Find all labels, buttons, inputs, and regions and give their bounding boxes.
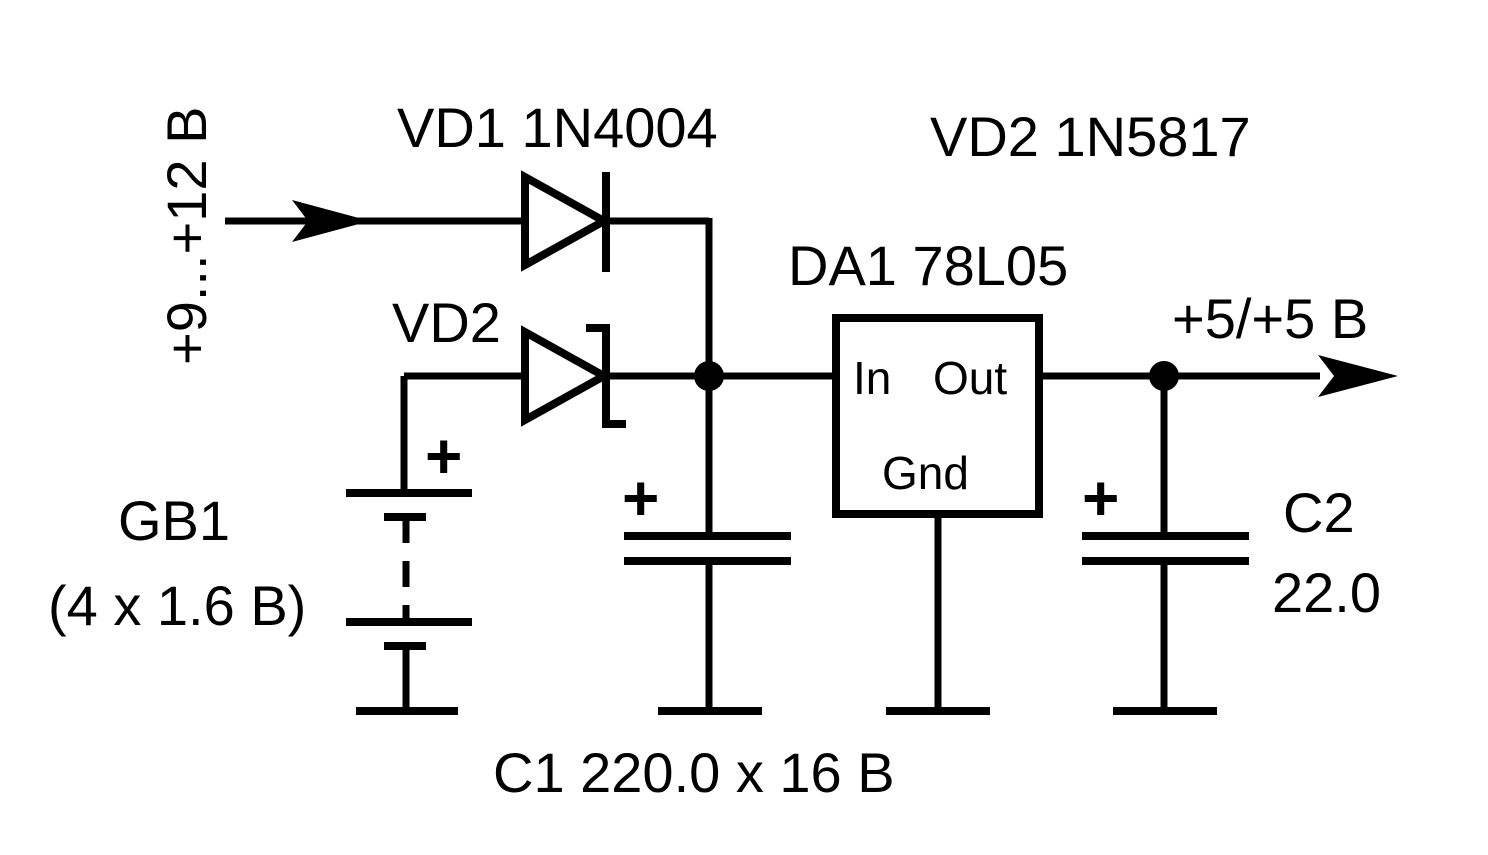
gb1-value: (4 x 1.6 В) [48, 574, 306, 637]
junction-output-node [1149, 361, 1179, 391]
c2-value: 22.0 [1272, 561, 1381, 624]
vd1-label: VD1 1N4004 [397, 96, 718, 159]
diode-vd1 [370, 170, 713, 376]
output-arrow [1039, 355, 1398, 397]
c1-label: C1 220.0 x 16 В [493, 741, 895, 804]
output-voltage-label: +5/+5 В [1172, 287, 1368, 350]
c1-plus-mark: + [622, 462, 659, 534]
da1-label: DA1 78L05 [788, 234, 1068, 297]
capacitor-c2 [1082, 376, 1249, 715]
battery-gb1 [346, 376, 472, 715]
input-voltage-label: +9...+12 В [155, 107, 218, 365]
input-arrow [225, 200, 370, 242]
vd2-spec-label: VD2 1N5817 [930, 105, 1251, 168]
da1-pin-in: In [853, 352, 891, 404]
gb1-plus-mark: + [425, 420, 462, 492]
vd2-label: VD2 [392, 291, 501, 354]
junction-input-node [694, 361, 724, 391]
c2-label: C2 [1283, 481, 1355, 544]
c2-plus-mark: + [1082, 462, 1119, 534]
gb1-label: GB1 [118, 489, 230, 552]
da1-pin-out: Out [933, 352, 1007, 404]
regulator-da1 [832, 314, 1043, 715]
capacitor-c1 [624, 376, 791, 715]
da1-pin-gnd: Gnd [882, 447, 969, 499]
